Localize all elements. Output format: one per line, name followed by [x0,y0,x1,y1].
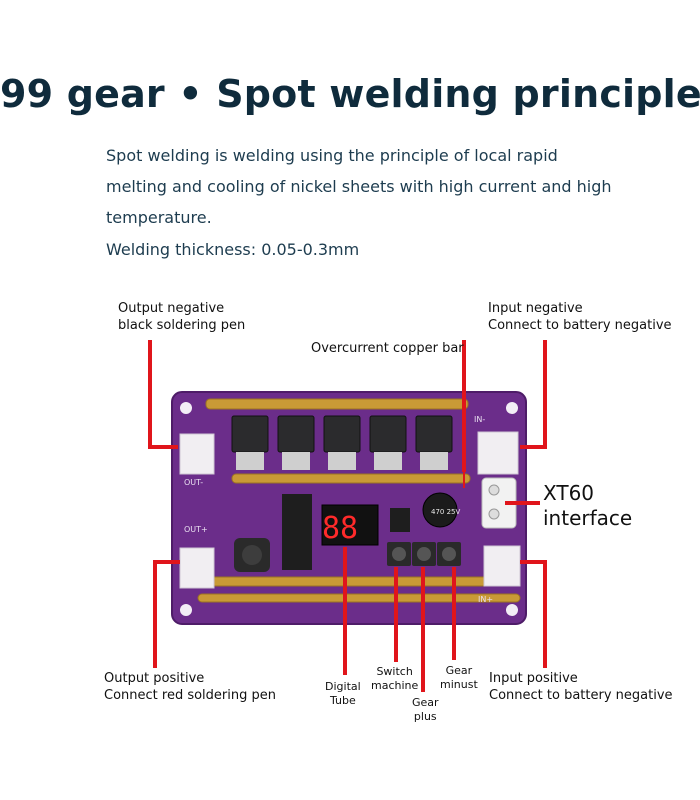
description-line-1: Spot welding is welding using the princi… [106,146,558,165]
label-gear-plus: Gear plus [412,696,439,723]
pad-input-positive [483,545,521,587]
silk-in-plus: IN+ [478,595,493,604]
capacitor-label: 470 25V [431,508,460,516]
label-input-negative: Input negative Connect to battery negati… [488,301,672,333]
copper-bar-bottom [189,576,521,587]
label-overcurrent-copper-bar: Overcurrent copper bar [311,341,464,356]
label-gear-minus: Gear minust [440,664,478,691]
page-title: 99 gear • Spot welding principle [0,72,700,116]
label-output-negative: Output negative black soldering pen [118,301,246,333]
mounting-hole [506,402,518,414]
pad-input-negative [477,431,519,475]
pointer-output-negative [148,340,178,449]
display-digits: 88 [322,511,358,546]
pointer-input-positive [520,560,547,668]
copper-bar-middle [231,473,471,484]
mounting-hole [180,604,192,616]
description-line-3: temperature. [106,208,212,227]
pointer-input-negative [520,340,547,449]
mounting-hole [180,402,192,414]
label-xt60-interface: XT60 interface [543,481,633,530]
label-output-positive: Output positive Connect red soldering pe… [104,671,276,703]
label-digital-tube: Digital Tube [325,680,361,707]
mosfet-row [231,415,453,470]
silk-out-minus: OUT- [184,478,203,487]
copper-bar-bottom-2 [197,593,521,603]
capacitor [422,492,458,528]
copper-bar-top [205,398,469,410]
pad-output-positive [179,547,215,589]
silk-out-plus: OUT+ [184,525,208,534]
mounting-hole [506,604,518,616]
label-switch-machine: Switch machine [371,665,419,692]
welding-thickness: Welding thickness: 0.05-0.3mm [106,240,360,259]
silk-in-minus: IN- [474,415,485,424]
digital-tube [321,504,379,546]
label-input-positive: Input positive Connect to battery negati… [489,671,673,703]
pointer-lines [148,340,547,692]
ic-chip-small [390,508,410,532]
description-line-2: melting and cooling of nickel sheets wit… [106,177,612,196]
ic-chip [282,494,312,570]
pointer-output-positive [153,560,180,668]
pad-output-negative [179,433,215,475]
